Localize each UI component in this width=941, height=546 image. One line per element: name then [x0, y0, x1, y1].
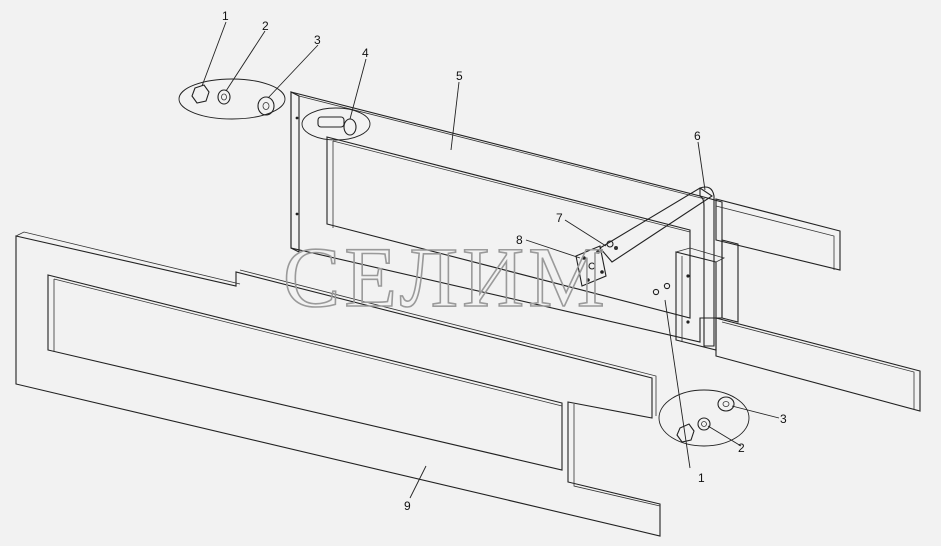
label-lower-panel: 9	[404, 499, 411, 513]
label-mounting-plate: 7	[556, 211, 563, 225]
callout-bottom-right	[658, 389, 750, 447]
leader-lines	[201, 21, 780, 499]
label-nut-top: 1	[222, 9, 229, 23]
label-flat-washer-top: 3	[314, 33, 321, 47]
callout-top-left	[178, 78, 286, 120]
bracket-assembly	[575, 186, 726, 351]
label-nut-bottom: 1	[698, 471, 705, 485]
label-plate-bolts: 8	[516, 233, 523, 247]
upper-frame	[290, 91, 921, 412]
label-flat-washer-bottom: 3	[780, 412, 787, 426]
label-bracket-tube: 6	[694, 129, 701, 143]
label-bolt: 4	[362, 46, 369, 60]
label-lock-washer-bottom: 2	[738, 441, 745, 455]
label-lock-washer-top: 2	[262, 19, 269, 33]
callout-bolt	[301, 107, 371, 141]
lower-frame-panel	[15, 231, 661, 537]
label-upper-frame: 5	[456, 69, 463, 83]
part-labels: 1 2 3 4 5 6 7 8 9 1 2 3	[222, 9, 787, 513]
watermark: СЕЛИМ	[283, 229, 609, 325]
